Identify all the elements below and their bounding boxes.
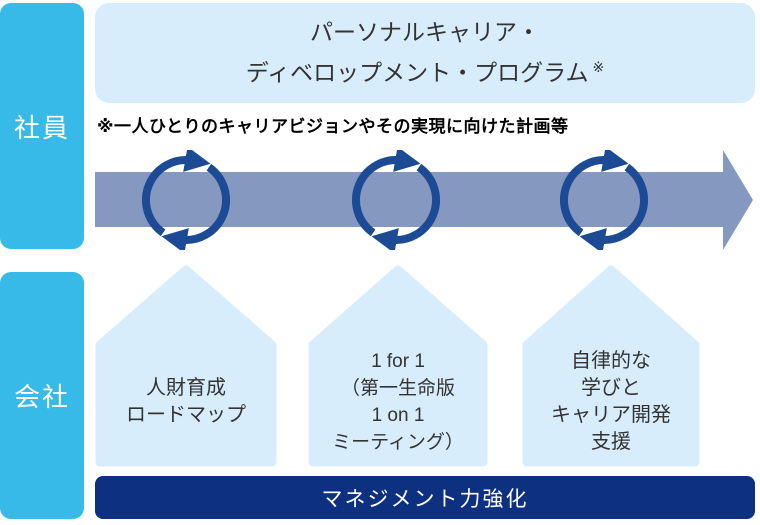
pillar-text: 1 for 1 （第一生命版 1 on 1 ミーティング） — [332, 351, 464, 453]
pillar-1for1-meeting: 1 for 1 （第一生命版 1 on 1 ミーティング） — [308, 265, 488, 467]
note-mark: ※ — [592, 59, 605, 76]
pillar-talent-roadmap: 人財育成 ロードマップ — [95, 265, 277, 467]
row-label-company-text: 会社 — [13, 382, 70, 412]
program-banner-line1: パーソナルキャリア・ — [310, 19, 540, 46]
flow-arrow-right-icon — [95, 150, 753, 250]
house-shape — [522, 265, 700, 467]
program-banner: パーソナルキャリア・ ディベロップメント・プログラム※ — [95, 3, 755, 103]
cycle-arrows-icon — [142, 150, 230, 250]
program-banner-line2: ディベロップメント・プログラム※ — [245, 59, 605, 86]
row-label-company: 会社 — [0, 272, 84, 519]
pillar-text: 自律的な 学びと キャリア開発 支援 — [551, 350, 671, 453]
management-strength-label: マネジメント力強化 — [321, 487, 529, 511]
row-label-employee: 社員 — [0, 3, 84, 249]
row-label-employee-text: 社員 — [13, 112, 70, 143]
cycle-arrows-icon — [560, 150, 648, 250]
pillar-text: 人財育成 ロードマップ — [126, 377, 246, 426]
house-shape — [95, 265, 277, 467]
cycle-arrows-icon — [352, 150, 440, 250]
management-strength-bar: マネジメント力強化 — [95, 476, 755, 519]
pillar-autonomous-learning: 自律的な 学びと キャリア開発 支援 — [522, 265, 700, 467]
note-text: ※一人ひとりのキャリアビジョンやその実現に向けた計画等 — [97, 117, 569, 136]
house-shape — [308, 265, 488, 467]
